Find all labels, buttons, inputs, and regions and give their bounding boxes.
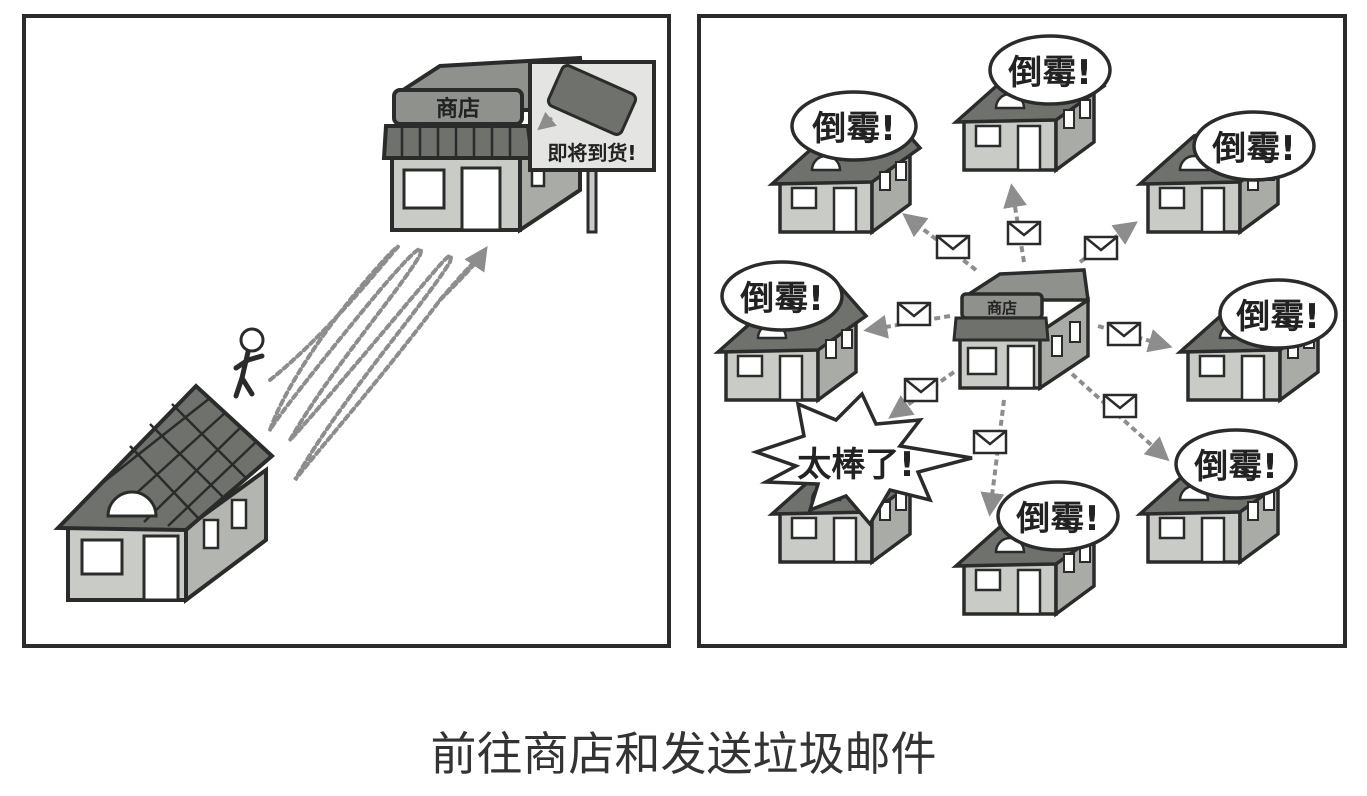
envelope-icon xyxy=(935,234,971,260)
envelope-icon xyxy=(1106,321,1142,347)
svg-text:倒霉!: 倒霉! xyxy=(1015,499,1100,539)
envelope-icon xyxy=(1102,393,1138,419)
bubble-middle-left: 倒霉! xyxy=(720,260,844,332)
envelope-icon xyxy=(1083,235,1119,261)
person-icon xyxy=(233,327,265,399)
bubble-top-left: 倒霉! xyxy=(790,90,918,162)
svg-text:倒霉!: 倒霉! xyxy=(739,279,824,319)
phone-icon xyxy=(546,64,638,136)
envelope-icon xyxy=(1006,220,1042,246)
svg-text:倒霉!: 倒霉! xyxy=(811,109,896,149)
store-center-sign-text: 商店 xyxy=(987,299,1017,317)
bubble-bottom-center: 倒霉! xyxy=(996,480,1120,552)
store-center: 商店 xyxy=(952,268,1090,392)
customer-house xyxy=(53,383,276,604)
billboard-text: 即将到货! xyxy=(547,141,636,165)
bubble-top-right: 倒霉! xyxy=(1192,110,1316,182)
svg-text:倒霉!: 倒霉! xyxy=(1211,129,1296,169)
bubble-bottom-right: 倒霉! xyxy=(1174,428,1298,500)
roof-tiles xyxy=(95,397,257,527)
svg-text:倒霉!: 倒霉! xyxy=(1235,297,1320,337)
walking-trail xyxy=(268,244,488,482)
envelope-icon xyxy=(903,377,939,403)
envelope-icon xyxy=(972,429,1008,455)
envelope-icon xyxy=(896,301,932,327)
arch-window xyxy=(106,490,158,518)
house-door xyxy=(142,534,180,602)
house-window xyxy=(80,538,124,576)
bubble-middle-right: 倒霉! xyxy=(1218,278,1338,350)
starburst-happy: 太棒了! xyxy=(750,390,973,527)
bubble-top-center: 倒霉! xyxy=(988,34,1112,106)
figure-caption: 前往商店和发送垃圾邮件 xyxy=(430,727,937,781)
svg-text:倒霉!: 倒霉! xyxy=(1007,53,1092,93)
store-sign-text: 商店 xyxy=(436,96,480,122)
svg-text:太棒了!: 太棒了! xyxy=(797,445,915,485)
svg-text:倒霉!: 倒霉! xyxy=(1193,447,1278,487)
billboard: 即将到货! xyxy=(528,60,656,234)
